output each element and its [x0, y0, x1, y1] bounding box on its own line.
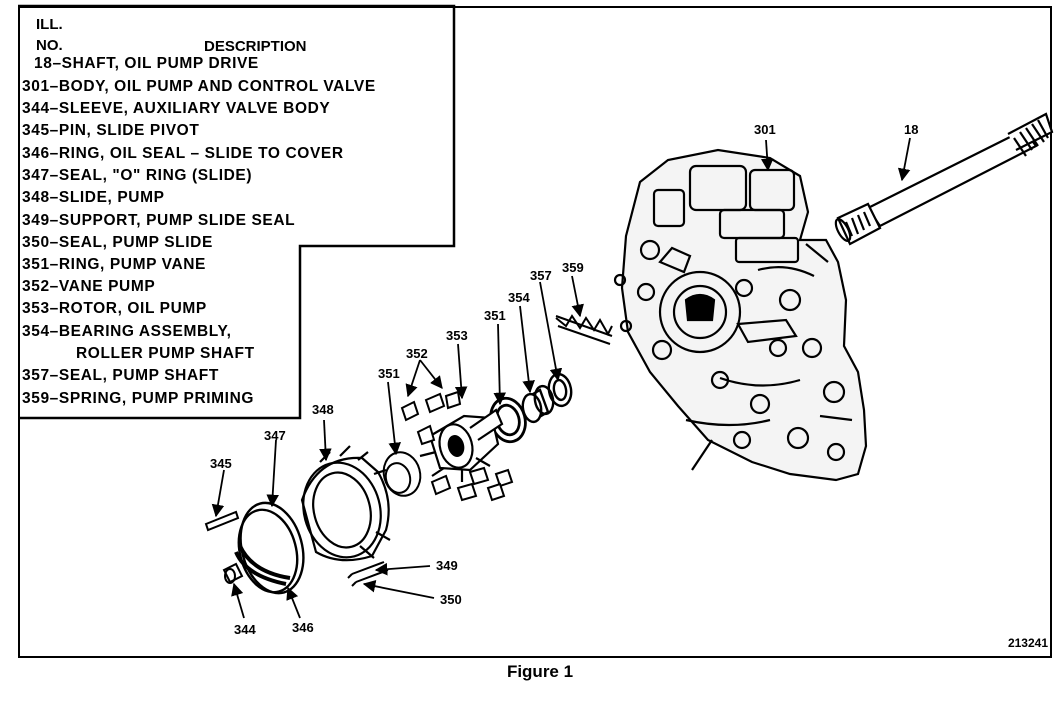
legend-item-344: 344–SLEEVE, AUXILIARY VALVE BODY: [22, 100, 331, 117]
legend-header-no: NO.: [36, 37, 63, 54]
leader-lines: [211, 137, 911, 619]
legend-item-349: 349–SUPPORT, PUMP SLIDE SEAL: [22, 212, 296, 229]
figure-reference-number: 213241: [1007, 636, 1048, 650]
legend-item-352: 352–VANE PUMP: [22, 278, 156, 295]
legend-item-348: 348–SLIDE, PUMP: [22, 189, 165, 206]
figure-caption: Figure 1: [506, 662, 574, 681]
callout-349: 349: [436, 558, 458, 573]
callout-345: 345: [210, 456, 232, 471]
callout-346: 346: [292, 620, 314, 635]
callout-353: 353: [446, 328, 468, 343]
callout-351-left: 351: [378, 366, 400, 381]
auxiliary-sleeve-part: [222, 562, 244, 584]
legend-item-301: 301–BODY, OIL PUMP AND CONTROL VALVE: [22, 78, 376, 95]
legend-item-351: 351–RING, PUMP VANE: [22, 256, 206, 273]
slide-pivot-pin-part: [204, 510, 240, 532]
legend-item-357: 357–SEAL, PUMP SHAFT: [22, 367, 219, 384]
legend-item-359: 359–SPRING, PUMP PRIMING: [22, 390, 255, 407]
legend-item-346: 346–RING, OIL SEAL – SLIDE TO COVER: [22, 145, 344, 162]
callout-357: 357: [530, 268, 552, 283]
legend-header-ill: ILL.: [36, 16, 63, 33]
legend-header-description: DESCRIPTION: [204, 38, 307, 55]
pump-vanes-part: [400, 390, 514, 502]
drive-shaft-part: [834, 112, 1054, 246]
pump-slide-part: [300, 445, 391, 562]
priming-spring-part: [555, 314, 613, 345]
oil-pump-body-part: [613, 148, 868, 482]
legend-item-354-continued: ROLLER PUMP SHAFT: [76, 345, 255, 362]
callout-301: 301: [754, 122, 776, 137]
callout-350: 350: [440, 592, 462, 607]
seal-support-part: [347, 561, 389, 587]
callout-348: 348: [312, 402, 334, 417]
figure-frame: [18, 6, 1052, 658]
callout-359: 359: [562, 260, 584, 275]
o-ring-seal-part: [234, 501, 305, 595]
legend-item-354: 354–BEARING ASSEMBLY,: [22, 323, 232, 340]
bearing-assembly-part: [521, 384, 555, 424]
callout-354: 354: [508, 290, 530, 305]
legend-item-347: 347–SEAL, "O" RING (SLIDE): [22, 167, 253, 184]
rotor-part: [419, 408, 504, 482]
callout-352: 352: [406, 346, 428, 361]
callout-347: 347: [264, 428, 286, 443]
callout-18: 18: [904, 122, 919, 137]
legend-item-345: 345–PIN, SLIDE PIVOT: [22, 122, 200, 139]
legend-item-18: 18–SHAFT, OIL PUMP DRIVE: [34, 55, 259, 72]
legend-item-350: 350–SEAL, PUMP SLIDE: [22, 234, 213, 251]
callout-344: 344: [234, 622, 256, 637]
legend-item-353: 353–ROTOR, OIL PUMP: [22, 300, 207, 317]
shaft-seal-part: [547, 372, 573, 408]
callout-351-right: 351: [484, 308, 506, 323]
